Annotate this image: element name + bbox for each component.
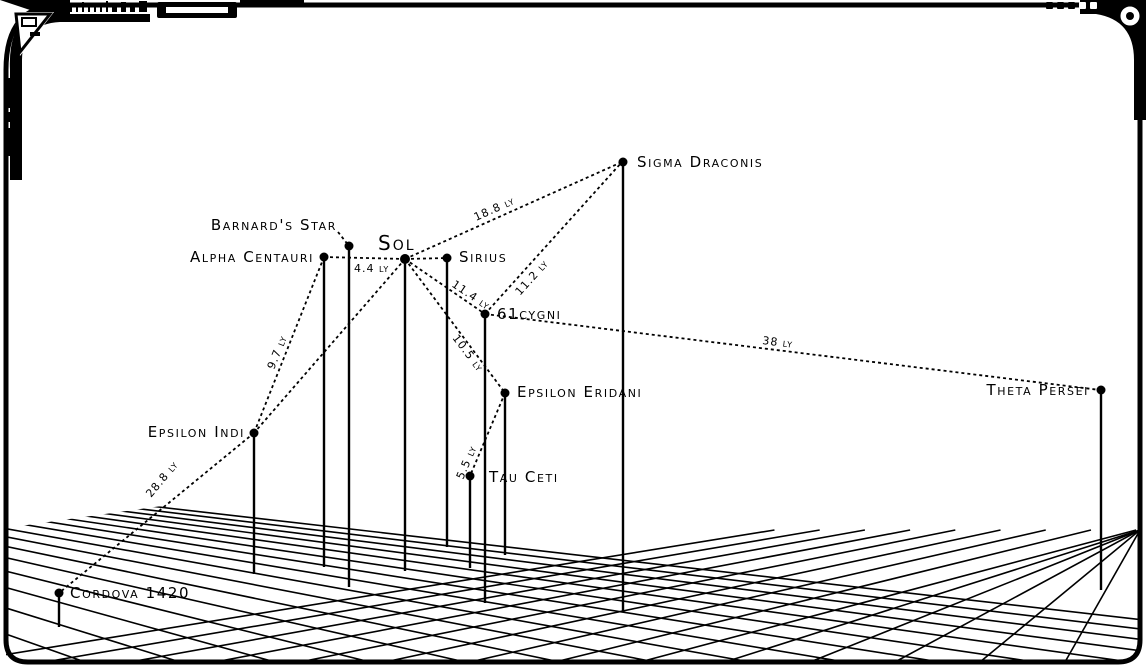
star-tau-ceti[interactable] — [465, 471, 475, 481]
hud-target-icon-core — [1126, 12, 1134, 20]
grid-line — [6, 444, 1140, 662]
grid-line — [6, 444, 466, 662]
grid-line — [979, 529, 1140, 662]
hud-side-bar — [6, 112, 13, 122]
route-sol-sigma — [404, 161, 623, 260]
grid-line — [894, 529, 1140, 662]
star-sirius[interactable] — [442, 253, 452, 263]
star-label-sigma-draconis[interactable]: Sigma Draconis — [637, 153, 763, 171]
star-epsilon-indi[interactable] — [249, 428, 259, 438]
star-label-alpha-centauri[interactable]: Alpha Centauri — [190, 248, 314, 266]
route-label: 10.5 ly — [450, 332, 486, 374]
route-sol-sirius — [404, 257, 448, 260]
hud-mini-icon — [30, 32, 40, 36]
star-sigma-draconis[interactable] — [618, 157, 628, 167]
star-label-61-cygni[interactable]: 61cygni — [497, 305, 562, 323]
route-alpha-indi — [253, 256, 325, 434]
grid-line — [1064, 529, 1140, 662]
hud-side-bar — [6, 128, 13, 156]
hud-side-bar — [6, 78, 13, 108]
route-sol-alpha — [323, 256, 406, 260]
star-label-epsilon-eridani[interactable]: Epsilon Eridani — [517, 383, 642, 401]
route-cygni-theta — [484, 313, 1101, 391]
grid-line — [6, 529, 775, 662]
star-label-sol[interactable]: Sol — [378, 231, 416, 255]
star-labels: Sigma Draconis Barnard's Star Alpha Cent… — [70, 153, 1089, 602]
floor-grid — [6, 444, 1140, 662]
grid-line — [469, 529, 1046, 662]
route-sol-indi — [253, 258, 406, 434]
grid-line — [6, 444, 656, 662]
grid-line — [299, 529, 956, 662]
hud-side-bar — [1136, 40, 1143, 62]
grid-line — [6, 444, 846, 662]
grid-line — [809, 529, 1140, 662]
grid-line — [44, 529, 820, 662]
hud-top-panel-slot — [166, 7, 228, 13]
route-eridani-tau — [469, 392, 506, 477]
grid-line — [6, 444, 1131, 662]
grid-line — [384, 529, 1001, 662]
route-cygni-sigma — [484, 161, 623, 315]
route-indi-cordova — [58, 432, 255, 594]
distance-labels: 18.8 ly 4.4 ly 11.4 ly 11.2 ly 10.5 ly 3… — [143, 194, 793, 500]
grid-line — [6, 444, 371, 662]
star-theta-persei[interactable] — [1096, 385, 1106, 395]
grid-line — [6, 444, 561, 662]
hud-level-meter — [70, 1, 147, 12]
route-label: 38 ly — [762, 334, 794, 351]
star-label-cordova-1420[interactable]: Cordova 1420 — [70, 584, 190, 602]
star-label-sirius[interactable]: Sirius — [459, 248, 507, 266]
route-layer — [58, 161, 1101, 594]
grid-line — [6, 444, 1140, 662]
grid-line — [6, 444, 1140, 662]
grid-line — [6, 444, 751, 662]
route-sol-cygni — [404, 258, 486, 315]
star-label-epsilon-indi[interactable]: Epsilon Indi — [148, 423, 245, 441]
route-label: 11.4 ly — [449, 278, 492, 313]
star-cordova-1420[interactable] — [54, 588, 64, 598]
grid-line — [6, 444, 181, 662]
hud-mini-icon — [21, 17, 37, 27]
star-sol[interactable] — [400, 254, 410, 264]
star-label-tau-ceti[interactable]: Tau Ceti — [488, 468, 559, 486]
route-label: 4.4 ly — [354, 262, 389, 275]
hud-top-tab — [240, 0, 304, 5]
grid-line — [6, 444, 276, 662]
grid-line — [6, 444, 941, 662]
grid-line — [214, 529, 911, 662]
hud-corner-top-left — [0, 0, 150, 180]
grid-line — [554, 529, 1092, 662]
grid-line — [6, 444, 1140, 662]
star-epsilon-eridani[interactable] — [500, 388, 510, 398]
route-label: 28.8 ly — [143, 458, 181, 500]
star-markers — [54, 157, 1106, 598]
grid-line — [6, 444, 1036, 662]
grid-line — [129, 529, 866, 662]
star-alpha-centauri[interactable] — [319, 252, 329, 262]
hud-status-dots — [1046, 2, 1097, 9]
star-61-cygni[interactable] — [480, 309, 490, 319]
star-label-barnards-star[interactable]: Barnard's Star — [211, 216, 337, 234]
hud-side-bar — [1136, 68, 1143, 80]
route-sol-eridani — [404, 258, 506, 394]
hud-corner-top-right — [1080, 0, 1146, 120]
star-barnards-star[interactable] — [344, 241, 354, 251]
grid-line — [639, 529, 1137, 662]
hud-side-bar — [1136, 86, 1143, 114]
star-stems — [57, 162, 1103, 627]
star-label-theta-persei[interactable]: Theta Persei — [985, 381, 1089, 399]
